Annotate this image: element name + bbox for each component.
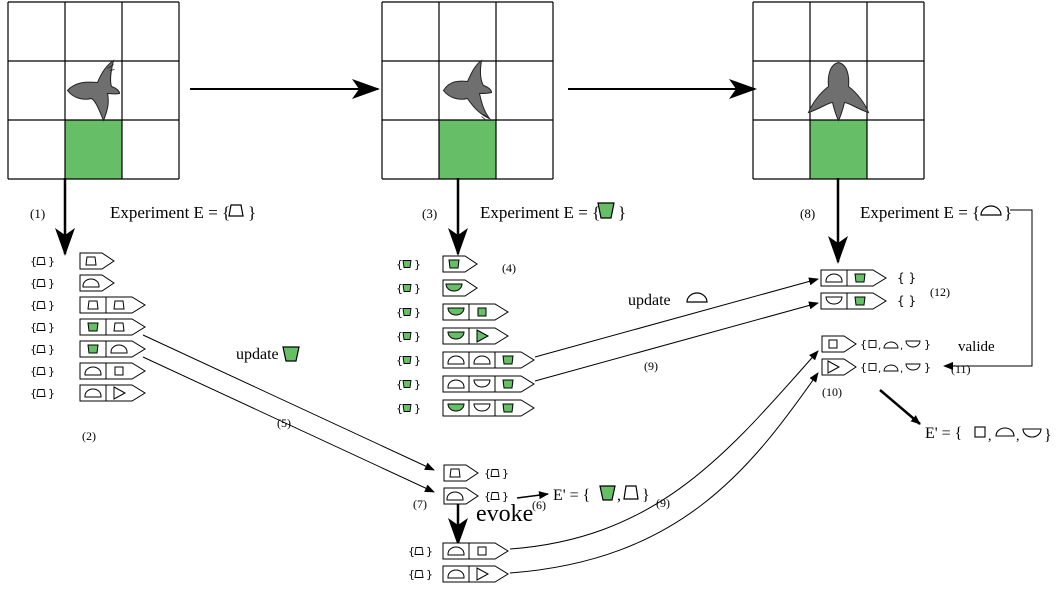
interaction-block (820, 269, 887, 287)
bird-icon (66, 59, 121, 122)
experiment-label-3: Experiment E = { (860, 203, 980, 222)
grid-2 (381, 1, 554, 180)
interaction-block (821, 358, 857, 376)
update-label-2: update (628, 292, 671, 309)
interaction-block (442, 399, 535, 417)
green-cell (439, 120, 496, 179)
interaction-block (443, 464, 510, 482)
interaction-block (79, 296, 146, 314)
experiment-label-2: Experiment E = { (480, 203, 600, 222)
grid-1 (7, 1, 180, 180)
square-icon (974, 426, 986, 438)
eprime-arrow-2 (879, 389, 921, 425)
eprime-arrow-1 (516, 491, 549, 500)
step-1-label: (1) (30, 206, 45, 221)
brace-close: } (642, 487, 650, 504)
step-11-label: (11) (951, 362, 971, 376)
step-2-label: (2) (82, 429, 96, 443)
green-trapezoid-icon (599, 485, 616, 501)
interaction-block (79, 274, 115, 292)
interaction-block (442, 375, 535, 393)
step-3-label: (3) (422, 206, 437, 221)
step-5-label: (5) (277, 416, 291, 430)
step-10-label: (10) (822, 385, 842, 399)
interaction-block (820, 292, 887, 310)
interaction-block (79, 318, 146, 336)
bird-icon (807, 61, 870, 122)
eprime-label-1: E' = { (553, 487, 590, 504)
grid-boards (7, 1, 925, 180)
update-connector-2 (142, 356, 435, 493)
interaction-block (442, 542, 509, 560)
interaction-block (442, 565, 509, 583)
brace-close: } (1004, 203, 1012, 222)
half-circle-icon (995, 427, 1015, 437)
interaction-block (442, 303, 509, 321)
comma: , (1016, 429, 1020, 444)
interaction-block (442, 327, 509, 345)
valide-connector (943, 209, 1033, 370)
empty-set-label: { } (897, 271, 916, 285)
interaction-block (79, 362, 146, 380)
green-trapezoid-icon (597, 202, 615, 219)
trapezoid-icon (623, 485, 639, 500)
update-connector-1 (142, 334, 435, 471)
green-trapezoid-icon (282, 346, 300, 362)
step-12-label: (12) (930, 285, 950, 299)
step-6-label: (6) (532, 498, 546, 512)
interaction-blocks: { } { } (29, 252, 932, 583)
empty-set-label: { } (897, 294, 916, 308)
bird-icon (442, 59, 493, 121)
interaction-block (821, 335, 857, 353)
half-circle-icon (686, 292, 708, 303)
update-label-1: update (236, 346, 279, 363)
interaction-block (442, 279, 478, 297)
brace-close: } (248, 203, 256, 222)
interaction-block (443, 487, 510, 505)
step-9b-label: (9) (656, 496, 670, 510)
interaction-block (79, 252, 115, 270)
step-8-label: (8) (800, 206, 815, 221)
update-connector-4 (534, 301, 819, 382)
interaction-block (442, 351, 535, 369)
green-cell (65, 120, 122, 179)
step-4-label: (4) (502, 261, 516, 275)
interaction-block (79, 340, 146, 358)
half-circle-icon (980, 205, 1002, 216)
brace-close: } (618, 203, 626, 222)
update-connector-3 (534, 277, 819, 358)
comma: , (617, 487, 621, 504)
interaction-block (442, 255, 478, 273)
evoke-connector-1 (509, 350, 819, 550)
comma: , (988, 429, 992, 444)
step-9a-label: (9) (644, 359, 658, 373)
brace-close: } (1044, 427, 1052, 444)
experiment-label-1: Experiment E = { (110, 203, 230, 222)
trapezoid-icon (228, 204, 244, 217)
evoke-connector-2 (509, 372, 819, 574)
grid-3 (752, 1, 925, 180)
inverted-half-circle-icon (1022, 428, 1042, 438)
interaction-block (79, 384, 146, 402)
evoke-label: evoke (476, 501, 533, 527)
valide-label: valide (958, 339, 995, 355)
eprime-label-2: E' = { (925, 425, 962, 442)
green-cell (810, 120, 867, 179)
step-7-label: (7) (413, 497, 427, 511)
